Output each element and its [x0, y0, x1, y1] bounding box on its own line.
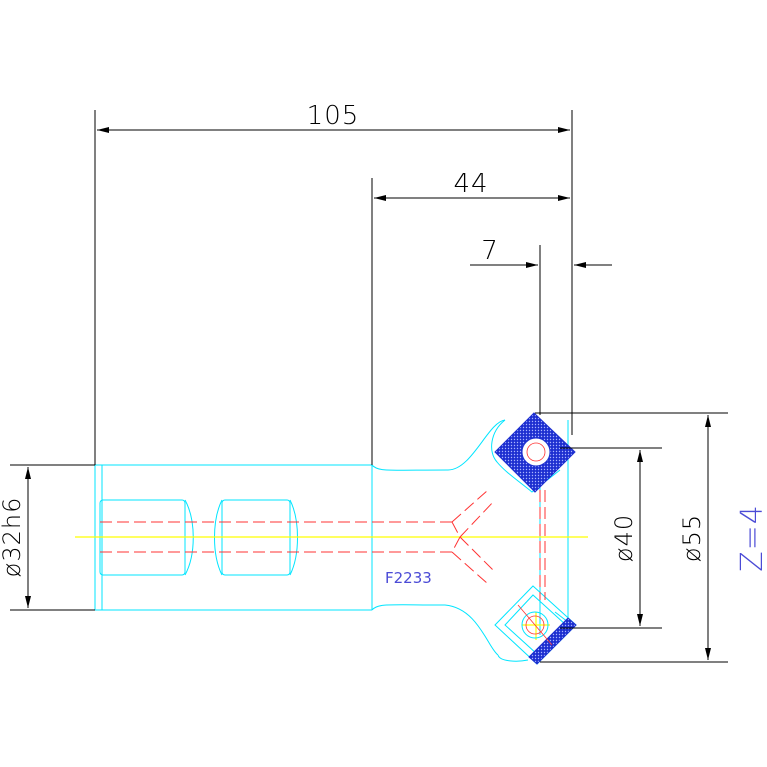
dim-label-outer-diameter: ø55: [678, 514, 706, 562]
hidden-lines: [100, 489, 546, 600]
dim-label-105: 105: [307, 101, 360, 131]
chip-pocket-top: [491, 419, 561, 493]
dim-label-7: 7: [481, 236, 499, 266]
top-insert: [494, 412, 576, 493]
insert-screw-hole: [521, 437, 551, 467]
teeth-count-label: Z=4: [735, 504, 767, 572]
dim-label-inner-diameter: ø40: [610, 514, 638, 562]
dimensions: [10, 110, 728, 663]
part-code-label: F2233: [385, 569, 432, 587]
dim-label-44: 44: [453, 169, 488, 199]
neck-outline-top: [371, 419, 506, 471]
bottom-insert-screw-hole: [521, 611, 549, 639]
bottom-insert: [517, 604, 577, 665]
dim-label-shank-diameter: ø32h6: [0, 497, 26, 578]
neck-outline-bottom: [371, 604, 499, 656]
